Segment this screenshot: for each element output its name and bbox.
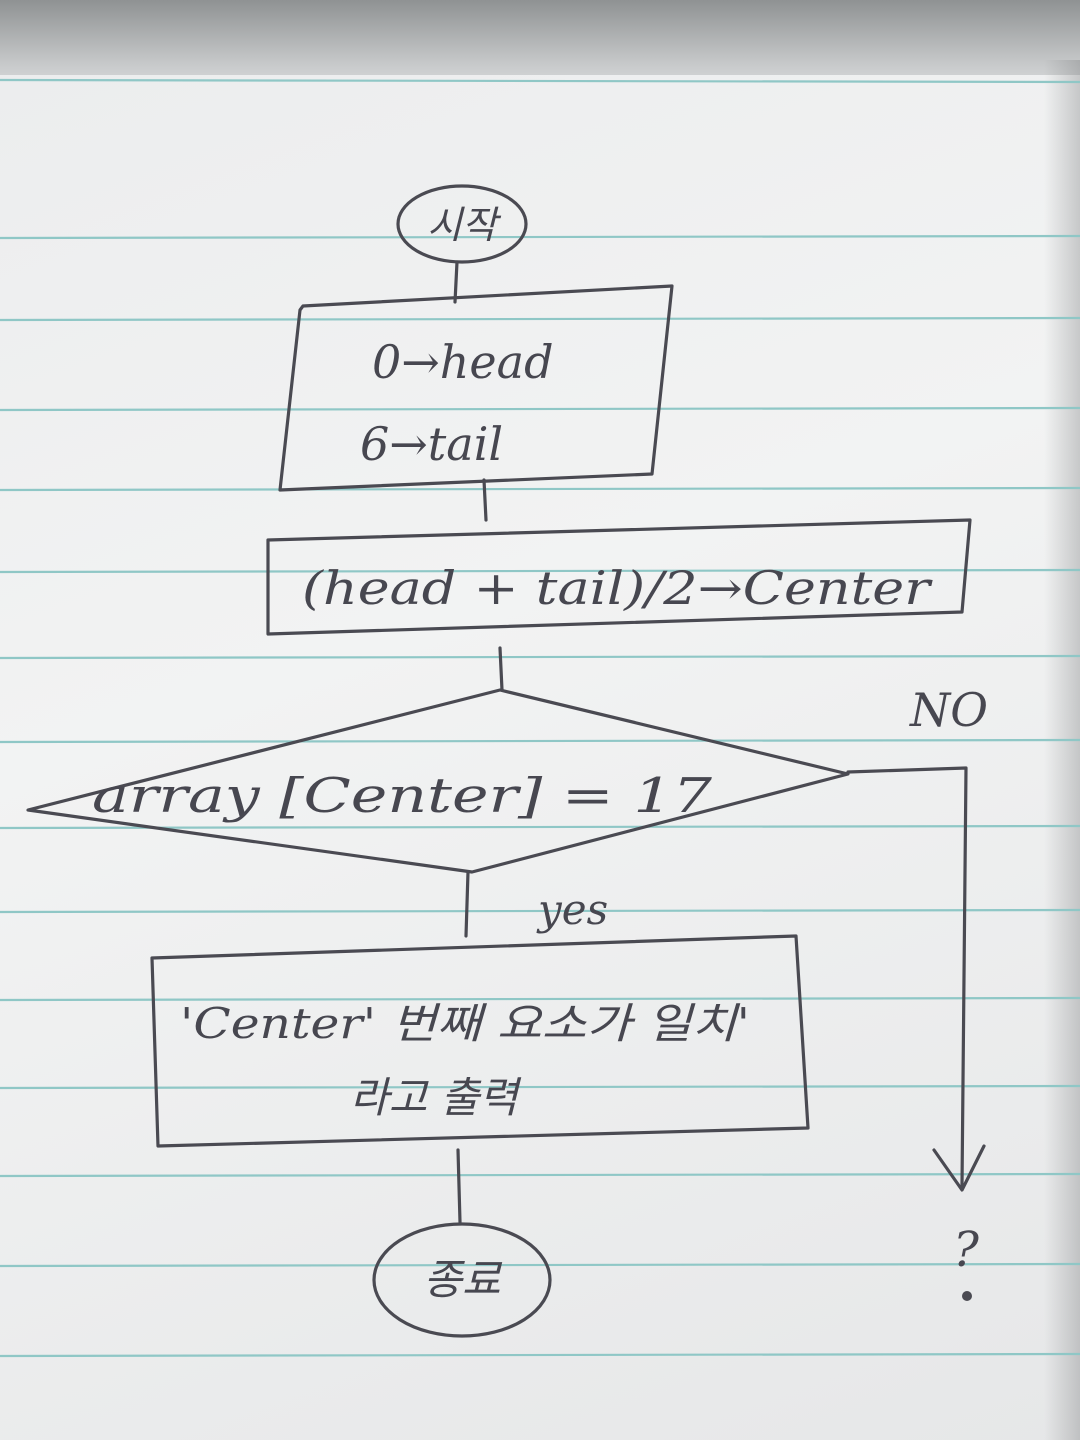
ruled-lines	[0, 78, 1080, 1358]
compute-label: (head + tail)/2→Center	[302, 561, 934, 615]
ruled-line	[0, 316, 1080, 322]
condition-label: array [Center] = 17	[92, 768, 713, 824]
init-line-tail: 6→tail	[360, 417, 503, 471]
output-line-1: 'Center' 번째 요소가 일치'	[180, 999, 750, 1048]
output-process-box	[150, 934, 810, 1148]
connector-compute-decision	[498, 646, 504, 692]
no-branch-arrowhead-icon	[932, 1144, 986, 1192]
ruled-line	[0, 568, 1080, 574]
compute-process-box	[266, 518, 972, 636]
notebook-paper	[0, 75, 1080, 1440]
start-terminal	[396, 184, 528, 264]
ruled-line	[0, 1172, 1080, 1178]
ruled-line	[0, 908, 1080, 914]
ruled-line	[0, 234, 1080, 240]
end-terminal	[372, 1222, 552, 1338]
question-dot-icon	[962, 1291, 972, 1301]
connector-output-end	[456, 1148, 462, 1224]
ruled-line	[0, 738, 1080, 744]
init-process-box	[278, 284, 674, 492]
ruled-line	[0, 486, 1080, 492]
ruled-line	[0, 1084, 1080, 1090]
no-branch-line	[846, 766, 968, 1188]
paper-shadow-edge	[1044, 60, 1080, 1440]
decision-diamond	[26, 688, 850, 874]
yes-branch-line	[464, 870, 470, 938]
unknown-label: ?	[953, 1222, 979, 1278]
no-label: NO	[909, 683, 988, 737]
ruled-line	[0, 996, 1080, 1002]
ruled-line	[0, 78, 1080, 84]
ruled-line	[0, 824, 1080, 830]
connector-init-compute	[482, 478, 488, 522]
ruled-line	[0, 1352, 1080, 1358]
ruled-line	[0, 406, 1080, 412]
start-label: 시작	[427, 203, 502, 247]
ruled-line	[0, 654, 1080, 660]
connector-start-init	[453, 260, 459, 304]
yes-label: yes	[536, 885, 608, 934]
output-line-2: 라고 출력	[350, 1073, 522, 1122]
end-label: 종료	[423, 1255, 503, 1304]
ruled-line	[0, 1262, 1080, 1268]
init-line-head: 0→head	[372, 335, 554, 389]
